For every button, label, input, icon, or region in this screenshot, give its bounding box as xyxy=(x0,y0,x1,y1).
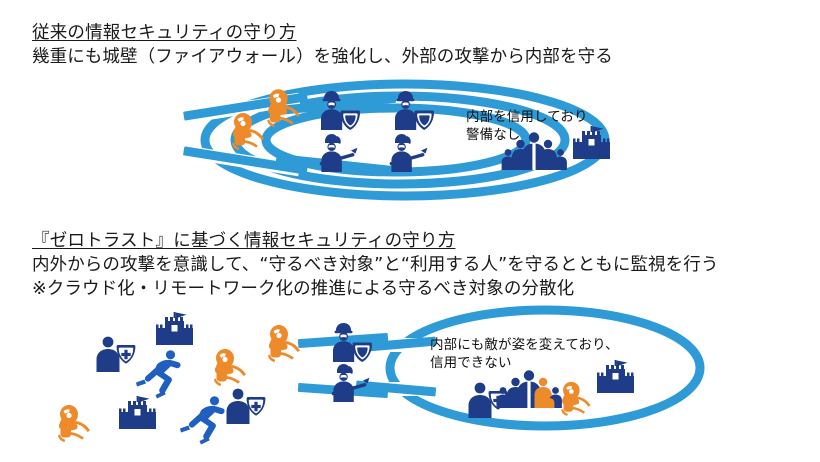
traditional-diagram xyxy=(0,76,820,206)
blue-running-person-icon xyxy=(136,350,225,445)
blue-people-group-icon xyxy=(496,370,562,408)
zerotrust-callout-line1: 内部にも敵が姿を変えており、 xyxy=(430,337,619,353)
traditional-callout: 内部を信用しており 警備なし xyxy=(466,108,588,144)
zerotrust-callout: 内部にも敵が姿を変えており、 信用できない xyxy=(430,336,619,372)
zerotrust-description: 内外からの攻撃を意識して、“守るべき対象”と“利用する人”を守るとともに監視を行… xyxy=(32,255,719,275)
zerotrust-text-block: 『ゼロトラスト』に基づく情報セキュリティの守り方 内外からの攻撃を意識して、“守… xyxy=(32,230,718,301)
zerotrust-callout-line2: 信用できない xyxy=(430,355,512,371)
traditional-callout-line1: 内部を信用しており xyxy=(466,109,588,125)
zerotrust-heading: 『ゼロトラスト』に基づく情報セキュリティの守り方 xyxy=(32,231,456,251)
orange-attacker-icon xyxy=(561,381,591,416)
traditional-heading: 従来の情報セキュリティの守り方 xyxy=(32,23,297,43)
traditional-text-block: 従来の情報セキュリティの守り方 幾重にも城壁（ファイアウォール）を強化し、外部の… xyxy=(32,22,613,69)
traditional-callout-line2: 警備なし xyxy=(466,127,521,143)
zerotrust-diagram xyxy=(0,300,820,462)
zerotrust-note: ※クラウド化・リモートワーク化の推進による守るべき対象の分散化 xyxy=(32,279,575,299)
blue-person-with-shield-icon xyxy=(96,336,266,424)
traditional-description: 幾重にも城壁（ファイアウォール）を強化し、外部の攻撃から内部を守る xyxy=(32,47,613,67)
